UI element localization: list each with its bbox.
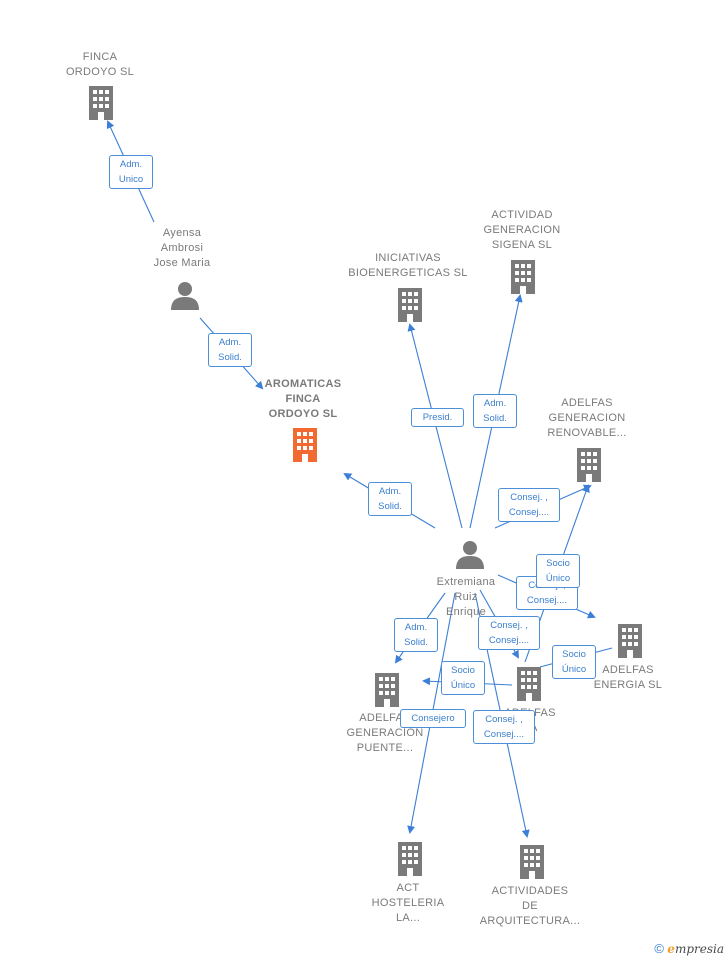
building-icon[interactable] [85, 84, 117, 120]
building-icon[interactable] [573, 446, 605, 482]
node-label-adelfas-renovable[interactable]: ADELFAS GENERACION RENOVABLE... [547, 397, 627, 439]
edge-label-socio-unico-3[interactable]: Socio Único [441, 661, 485, 695]
edge-label-ext-renovable[interactable]: Consej. , Consej.... [498, 488, 560, 522]
node-label-iniciativas[interactable]: INICIATIVAS BIOENERGETICAS SL [348, 252, 468, 279]
building-icon[interactable] [614, 622, 646, 658]
node-label-adelfas-energia[interactable]: ADELFAS ENERGIA SL [593, 664, 663, 691]
empresia-logo: © empresia [654, 941, 724, 956]
building-icon[interactable] [394, 286, 426, 322]
person-icon[interactable] [455, 539, 485, 569]
building-icon[interactable] [394, 840, 426, 876]
edge-label-ext-sigena[interactable]: Adm. Solid. [473, 394, 517, 428]
edge-label-ext-puente[interactable]: Adm. Solid. [394, 618, 438, 652]
building-icon[interactable] [371, 671, 403, 707]
node-label-act-hosteleria[interactable]: ACT HOSTELERIA LA... [371, 882, 445, 924]
building-icon[interactable] [513, 665, 545, 701]
node-label-actividades-arquitectura[interactable]: ACTIVIDADES DE ARQUITECTURA... [479, 885, 581, 927]
copyright-symbol: © [654, 941, 664, 956]
edge-label-ext-adelfas-sa-consej[interactable]: Consej. , Consej.... [478, 616, 540, 650]
edge-label-socio-unico-1[interactable]: Socio Único [536, 554, 580, 588]
node-label-aromaticas[interactable]: AROMATICAS FINCA ORDOYO SL [264, 378, 342, 420]
edge-label-ext-arquitectura[interactable]: Consej. , Consej.... [473, 710, 535, 744]
node-label-ayensa[interactable]: Ayensa Ambrosi Jose Maria [153, 227, 211, 269]
node-label-adelfas-puente[interactable]: ADELFAS GENERACION PUENTE... [346, 712, 424, 754]
building-icon-main[interactable] [289, 426, 321, 462]
edge-label-ext-iniciativas[interactable]: Presid. [411, 408, 464, 427]
brand-e: e [667, 942, 675, 956]
edge-label-ayensa-aromaticas[interactable]: Adm. Solid. [208, 333, 252, 367]
brand-rest: mpresia [674, 942, 724, 956]
edge-label-socio-unico-2[interactable]: Socio Único [552, 645, 596, 679]
building-icon[interactable] [516, 843, 548, 879]
edge-label-ext-hosteleria[interactable]: Consejero [400, 709, 466, 728]
person-icon[interactable] [170, 280, 200, 310]
node-label-actividad-sigena[interactable]: ACTIVIDAD GENERACION SIGENA SL [483, 209, 561, 251]
building-icon[interactable] [507, 258, 539, 294]
node-label-extremiana[interactable]: Extremiana Ruiz Enrique [436, 576, 496, 618]
edge-label-ext-aromaticas[interactable]: Adm. Solid. [368, 482, 412, 516]
node-label-finca-ordoyo[interactable]: FINCA ORDOYO SL [65, 51, 135, 78]
edge-label-ayensa-finca[interactable]: Adm. Unico [109, 155, 153, 189]
